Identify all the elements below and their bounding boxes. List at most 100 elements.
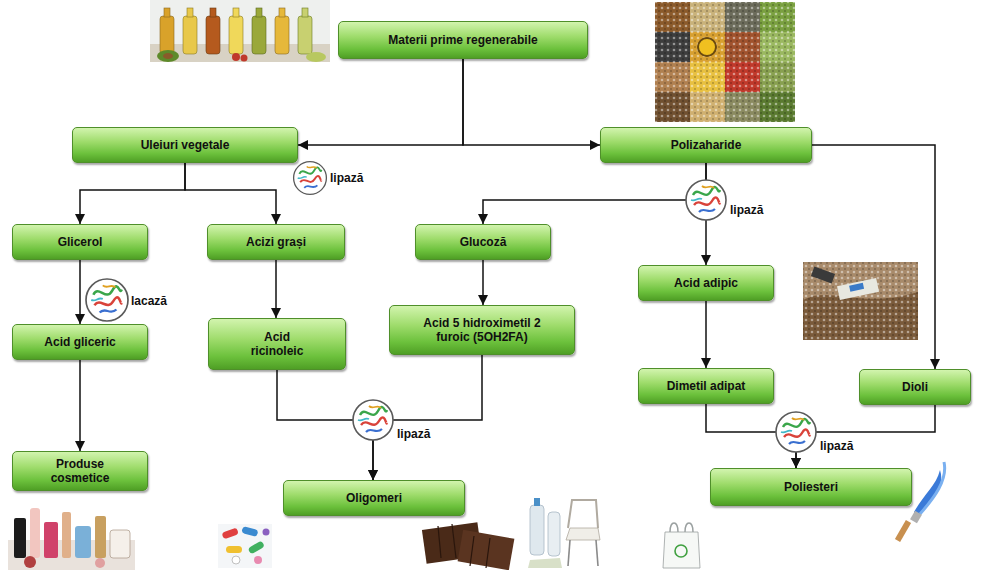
flow-arrow: [705, 301, 707, 368]
chocolate-photo: [422, 522, 514, 570]
chocolate-photo: [458, 530, 515, 570]
plastic-items-photo: [528, 558, 562, 568]
process-box: Poliesteri: [710, 468, 912, 506]
bag-photo: [663, 532, 700, 568]
oil-bottles-photo: [150, 0, 330, 62]
oil-bottles-photo: [279, 8, 285, 17]
oil-bottles-photo: [275, 8, 289, 54]
oil-bottles-photo: [229, 8, 243, 54]
enzyme-icon: [686, 180, 726, 220]
flow-arrow: [483, 163, 706, 224]
soil-photo: [803, 262, 918, 340]
seeds-grid-photo: [655, 2, 795, 122]
oil-bottles-photo: [163, 53, 173, 59]
pills-photo: [221, 527, 238, 539]
oil-bottles-photo: [252, 8, 266, 54]
box-label: Acid 5 hidroximetil 2 furoic (5OH2FA): [410, 316, 555, 345]
seeds-grid-photo: [655, 2, 795, 122]
oil-bottles-photo: [302, 8, 308, 17]
process-box: Acid ricinoleic: [208, 318, 346, 370]
process-box: Glicerol: [12, 224, 148, 260]
oil-bottles-photo: [206, 8, 220, 54]
plastic-items-photo: [566, 528, 600, 540]
box-label: Polizaharide: [671, 138, 742, 152]
oil-bottles-photo: [160, 8, 174, 54]
plastic-items-photo: [530, 505, 544, 555]
flow-arrow: [275, 260, 277, 318]
enzyme-label: lipază: [397, 427, 430, 441]
enzyme-icon: [294, 162, 327, 195]
pills-photo: [254, 556, 262, 564]
flow-arrow: [185, 163, 276, 224]
oil-bottles-photo: [298, 8, 312, 54]
enzyme-label: lipază: [820, 439, 853, 453]
oil-bottles-photo: [256, 8, 262, 17]
cosmetics-photo: [30, 508, 40, 558]
oil-bottles-photo: [306, 52, 326, 62]
oil-bottles-photo: [206, 16, 220, 54]
box-label: Acizi grași: [246, 235, 306, 249]
paintbrush-photo: [895, 520, 911, 542]
box-label: Glucoză: [460, 235, 507, 249]
chocolate-photo: [452, 524, 456, 558]
plastic-items-photo: [568, 500, 598, 528]
cosmetics-photo: [62, 512, 71, 558]
chocolate-photo: [470, 536, 474, 566]
soil-photo: [837, 278, 879, 300]
pills-photo: [241, 526, 258, 537]
enzyme-icon: [86, 162, 816, 452]
process-box: Dioli: [859, 369, 971, 405]
oil-bottles-photo: [275, 16, 289, 54]
flow-arrow: [482, 260, 484, 305]
pills-photo: [218, 524, 272, 568]
chocolate-photo: [486, 538, 490, 568]
process-box: Acizi grași: [207, 224, 345, 260]
pills-photo: [263, 529, 270, 536]
oil-bottles-photo: [229, 16, 243, 54]
oil-bottles-photo: [298, 16, 312, 54]
pills-photo: [248, 540, 265, 554]
process-box: Acid 5 hidroximetil 2 furoic (5OH2FA): [389, 305, 575, 355]
enzyme-icon: [353, 400, 393, 440]
bag-photo: [685, 523, 693, 532]
pills-photo: [232, 556, 240, 564]
process-box: Acid adipic: [638, 265, 774, 301]
flow-arrow: [298, 59, 463, 145]
plastic-items-photo: [534, 498, 540, 506]
oil-bottles-photo: [183, 8, 197, 54]
box-label: Acid gliceric: [44, 335, 115, 349]
box-label: Oligomeri: [346, 491, 402, 505]
enzyme-icon: [86, 279, 128, 321]
plastic-items-photo: [528, 498, 600, 568]
box-label: Glicerol: [58, 235, 103, 249]
plastic-items-photo: [548, 512, 560, 556]
cosmetics-photo: [75, 526, 91, 558]
process-box: Oligomeri: [283, 480, 465, 516]
oil-bottles-photo: [252, 16, 266, 54]
cosmetics-photo: [95, 558, 105, 568]
cosmetics-photo: [95, 516, 106, 558]
process-box: Acid gliceric: [12, 324, 148, 360]
pills-photo: [218, 524, 272, 568]
seeds-grid-photo: [698, 38, 716, 56]
soil-photo: [803, 262, 918, 340]
paintbrush-photo: [910, 511, 922, 524]
plastic-items-photo: [596, 540, 598, 566]
box-label: Produse cosmetice: [44, 457, 116, 486]
enzyme-label: lipază: [730, 203, 763, 217]
oil-bottles-photo: [187, 8, 193, 17]
oil-bottles-photo: [157, 50, 179, 62]
oil-bottles-photo: [183, 16, 197, 54]
process-box: Uleiuri vegetale: [72, 127, 298, 163]
flow-arrow: [79, 260, 81, 324]
flow-arrow: [80, 163, 185, 224]
chocolate-photo: [438, 526, 441, 558]
enzyme-label: lipază: [330, 171, 363, 185]
oil-bottles-photo: [210, 8, 216, 17]
enzyme-icon: [776, 412, 816, 452]
paintbrush-photo: [920, 462, 945, 514]
bag-photo: [675, 545, 687, 557]
process-box: Materii prime regenerabile: [338, 21, 588, 59]
oil-bottles-photo: [160, 16, 174, 54]
